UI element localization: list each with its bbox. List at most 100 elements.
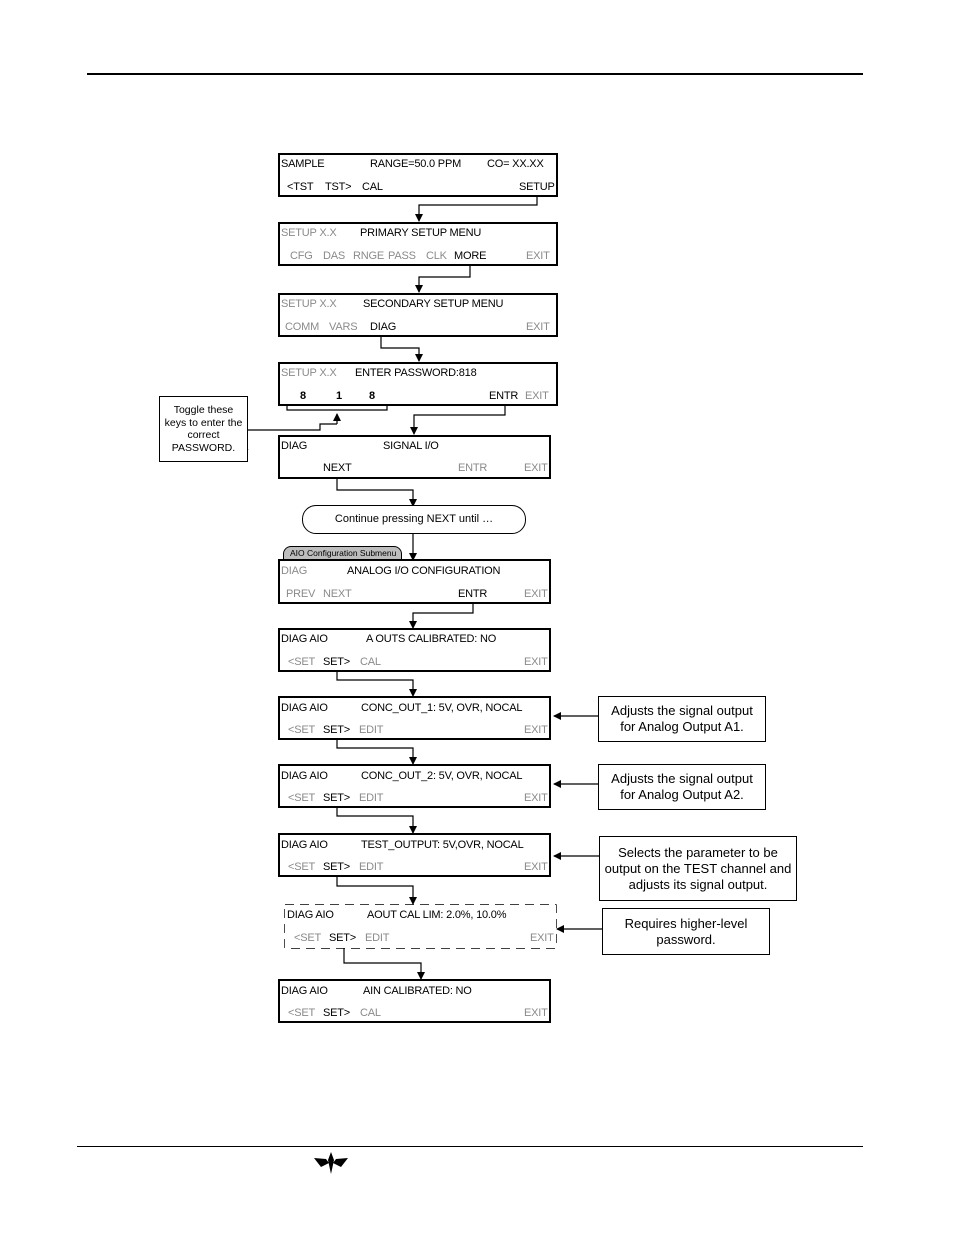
next-key[interactable]: NEXT <box>323 462 352 474</box>
exit-key[interactable]: EXIT <box>530 932 554 944</box>
set-prev-key[interactable]: <SET <box>294 932 322 944</box>
exit-key[interactable]: EXIT <box>525 390 549 402</box>
note-line: password. <box>656 931 716 947</box>
screen-a-outs-calibrated: DIAG AIO A OUTS CALIBRATED: NO <SET SET>… <box>278 628 551 672</box>
screen-mode-label: DIAG <box>281 565 308 577</box>
das-key[interactable]: DAS <box>323 250 346 262</box>
screen-signal-io: DIAG SIGNAL I/O NEXT ENTR EXIT <box>278 435 551 479</box>
set-next-key[interactable]: SET> <box>323 861 351 873</box>
screen-sample: SAMPLE RANGE=50.0 PPM CO= XX.XX <TST TST… <box>278 153 558 197</box>
password-digit-3-key[interactable]: 8 <box>369 390 375 402</box>
header-rule <box>87 73 863 75</box>
exit-key[interactable]: EXIT <box>524 861 548 873</box>
exit-key[interactable]: EXIT <box>524 656 548 668</box>
note-line: for Analog Output A2. <box>620 787 744 802</box>
comm-key[interactable]: COMM <box>285 321 320 333</box>
screen-mode-label: DIAG <box>281 440 308 452</box>
exit-key[interactable]: EXIT <box>526 250 550 262</box>
prev-key[interactable]: PREV <box>286 588 316 600</box>
setup-version: SETUP X.X <box>281 367 337 379</box>
entr-key[interactable]: ENTR <box>458 588 488 600</box>
footer-rule <box>77 1146 863 1147</box>
screen-mode-label: DIAG AIO <box>287 909 334 921</box>
screen-conc-out-1: DIAG AIO CONC_OUT_1: 5V, OVR, NOCAL <SET… <box>278 696 551 740</box>
screen-conc-out-2: DIAG AIO CONC_OUT_2: 5V, OVR, NOCAL <SET… <box>278 764 551 808</box>
note-line: Adjusts the signal output <box>611 703 753 718</box>
clk-key[interactable]: CLK <box>426 250 447 262</box>
exit-key[interactable]: EXIT <box>524 724 548 736</box>
aio-submenu-tab: AIO Configuration Submenu <box>283 546 402 560</box>
note-line: correct <box>187 429 220 441</box>
screen-mode-label: DIAG AIO <box>281 770 328 782</box>
edit-key[interactable]: EDIT <box>365 932 390 944</box>
menu-title: PRIMARY SETUP MENU <box>360 227 482 239</box>
menu-title: AOUT CAL LIM: 2.0%, 10.0% <box>367 909 507 921</box>
tst-prev-key[interactable]: <TST <box>287 181 314 193</box>
cal-key[interactable]: CAL <box>362 181 383 193</box>
exit-key[interactable]: EXIT <box>526 321 550 333</box>
set-prev-key[interactable]: <SET <box>288 1007 316 1019</box>
exit-key[interactable]: EXIT <box>524 462 548 474</box>
teledyne-logo-icon <box>314 1152 348 1174</box>
edit-key[interactable]: EDIT <box>359 792 384 804</box>
set-next-key[interactable]: SET> <box>323 656 351 668</box>
screen-aout-cal-lim: DIAG AIO AOUT CAL LIM: 2.0%, 10.0% <SET … <box>285 905 556 948</box>
set-prev-key[interactable]: <SET <box>288 861 316 873</box>
cfg-key[interactable]: CFG <box>290 250 313 262</box>
vars-key[interactable]: VARS <box>329 321 358 333</box>
entr-key[interactable]: ENTR <box>489 390 519 402</box>
cal-key[interactable]: CAL <box>360 656 381 668</box>
entr-key[interactable]: ENTR <box>458 462 488 474</box>
screen-mode-label: DIAG AIO <box>281 839 328 851</box>
rnge-key[interactable]: RNGE <box>353 250 384 262</box>
note-line: Requires higher-level <box>624 915 748 931</box>
screen-primary-setup: SETUP X.X PRIMARY SETUP MENU CFG DAS RNG… <box>278 222 558 266</box>
note-line: PASSWORD. <box>171 441 236 454</box>
set-next-key[interactable]: SET> <box>323 792 351 804</box>
toggle-keys-note: Toggle these keys to enter the correct P… <box>159 396 248 462</box>
exit-key[interactable]: EXIT <box>524 792 548 804</box>
menu-title: A OUTS CALIBRATED: NO <box>366 633 497 645</box>
next-key[interactable]: NEXT <box>323 588 352 600</box>
menu-title: SIGNAL I/O <box>383 440 439 452</box>
setup-version: SETUP X.X <box>281 298 337 310</box>
set-prev-key[interactable]: <SET <box>288 656 316 668</box>
set-next-key[interactable]: SET> <box>323 724 351 736</box>
set-next-key[interactable]: SET> <box>329 932 357 944</box>
tst-next-key[interactable]: TST> <box>325 181 352 193</box>
range-readout: RANGE=50.0 PPM <box>370 158 462 170</box>
analog-output-a1-note: Adjusts the signal output for Analog Out… <box>598 696 766 742</box>
edit-key[interactable]: EDIT <box>359 861 384 873</box>
cal-key[interactable]: CAL <box>360 1007 381 1019</box>
screen-mode-label: DIAG AIO <box>281 985 328 997</box>
exit-key[interactable]: EXIT <box>524 1007 548 1019</box>
note-line: keys to enter the <box>164 416 243 429</box>
menu-title: CONC_OUT_2: 5V, OVR, NOCAL <box>361 770 523 782</box>
menu-title: AIN CALIBRATED: NO <box>363 985 472 997</box>
continue-pressing-next-pill: Continue pressing NEXT until … <box>302 505 526 534</box>
note-line: Selects the parameter to be <box>618 844 778 860</box>
menu-title: CONC_OUT_1: 5V, OVR, NOCAL <box>361 702 523 714</box>
set-next-key[interactable]: SET> <box>323 1007 351 1019</box>
more-key[interactable]: MORE <box>454 250 487 262</box>
screen-enter-password: SETUP X.X ENTER PASSWORD:818 8 1 8 ENTR … <box>278 362 558 406</box>
menu-title: TEST_OUTPUT: 5V,OVR, NOCAL <box>361 839 524 851</box>
analog-output-a2-note: Adjusts the signal output for Analog Out… <box>598 764 766 810</box>
setup-version: SETUP X.X <box>281 227 337 239</box>
pass-key[interactable]: PASS <box>388 250 416 262</box>
exit-key[interactable]: EXIT <box>524 588 548 600</box>
note-line: output on the TEST channel and <box>604 860 792 876</box>
screen-analog-io-configuration: DIAG ANALOG I/O CONFIGURATION PREV NEXT … <box>278 559 551 604</box>
set-prev-key[interactable]: <SET <box>288 724 316 736</box>
edit-key[interactable]: EDIT <box>359 724 384 736</box>
set-prev-key[interactable]: <SET <box>288 792 316 804</box>
diag-key[interactable]: DIAG <box>370 321 397 333</box>
screen-test-output: DIAG AIO TEST_OUTPUT: 5V,OVR, NOCAL <SET… <box>278 833 551 877</box>
password-digit-1-key[interactable]: 8 <box>300 390 306 402</box>
screen-mode-label: DIAG AIO <box>281 633 328 645</box>
note-line: Adjusts the signal output <box>611 771 753 786</box>
password-prompt: ENTER PASSWORD:818 <box>355 367 477 379</box>
screen-secondary-setup: SETUP X.X SECONDARY SETUP MENU COMM VARS… <box>278 293 558 337</box>
password-digit-2-key[interactable]: 1 <box>336 390 342 402</box>
setup-key[interactable]: SETUP <box>519 181 555 193</box>
